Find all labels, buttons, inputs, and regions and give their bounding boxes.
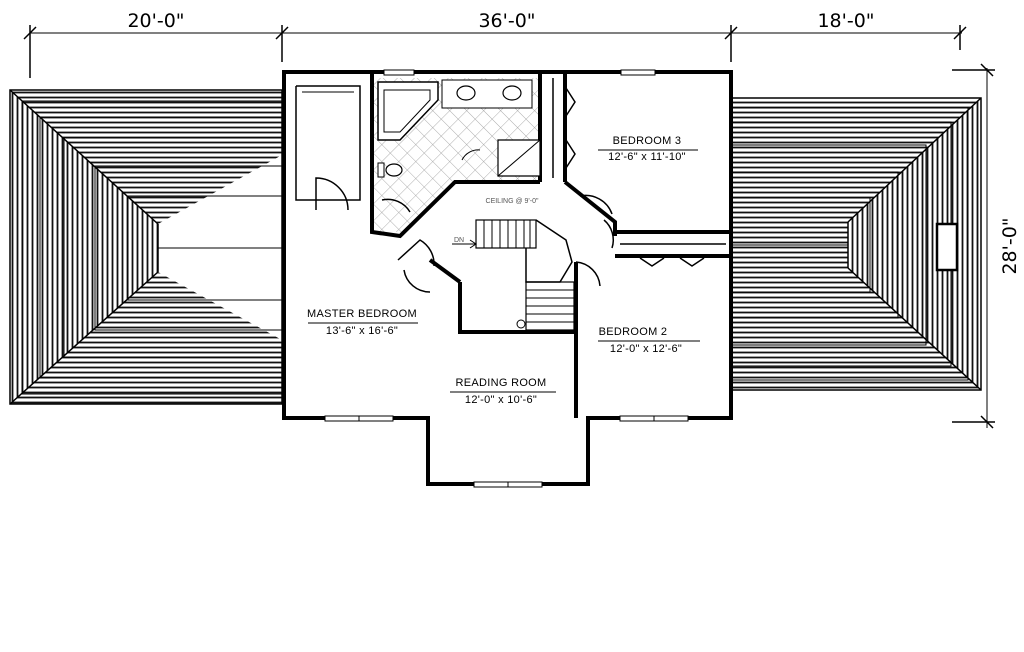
master-bedroom-size: 13'-6" x 16'-6" xyxy=(326,325,398,337)
sink-left xyxy=(456,85,476,101)
room-labels: BEDROOM 3 12'-6" x 11'-10" BEDROOM 2 12'… xyxy=(307,135,700,406)
doors xyxy=(381,87,705,293)
bathroom-fixtures xyxy=(377,79,541,178)
reading-room-name: READING ROOM xyxy=(456,377,547,389)
ceiling-height-note: CEILING @ 9'-0" xyxy=(486,198,539,205)
bedroom2-name: BEDROOM 2 xyxy=(599,326,668,338)
dimension-top-left: 20'-0" xyxy=(127,10,184,32)
stair-direction-label: DN xyxy=(454,237,464,244)
reading-room-size: 12'-0" x 10'-6" xyxy=(465,394,537,406)
sink-right xyxy=(502,85,522,101)
dimension-lines xyxy=(23,25,995,429)
left-roof xyxy=(9,89,283,405)
bedroom3-size: 12'-6" x 11'-10" xyxy=(608,151,686,163)
master-bedroom-name: MASTER BEDROOM xyxy=(307,308,417,320)
bedroom2-size: 12'-0" x 12'-6" xyxy=(610,343,682,355)
dimension-right-side: 28'-0" xyxy=(999,217,1021,274)
staircase xyxy=(452,219,575,331)
windows xyxy=(324,69,689,488)
chimney xyxy=(935,222,959,272)
corner-tub xyxy=(377,81,439,141)
right-roof xyxy=(730,97,982,391)
bedroom3-name: BEDROOM 3 xyxy=(613,135,682,147)
dimension-top-middle: 36'-0" xyxy=(478,10,535,32)
dimension-top-right: 18'-0" xyxy=(817,10,874,32)
toilet xyxy=(385,163,403,177)
